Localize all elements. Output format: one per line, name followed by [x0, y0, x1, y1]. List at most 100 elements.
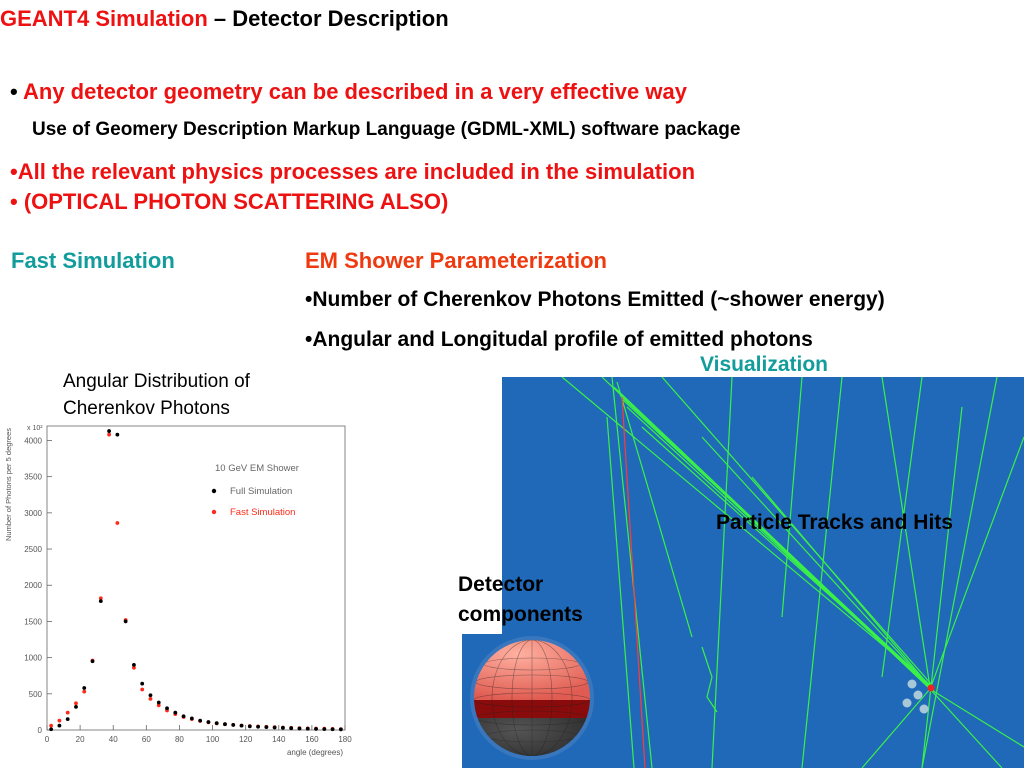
detector-label-line1: Detector: [458, 573, 544, 596]
detector-sphere-panel: [462, 634, 602, 768]
data-point: [148, 696, 153, 701]
bullet-mark: •: [10, 79, 23, 104]
data-point: [90, 659, 95, 664]
data-point: [82, 686, 87, 690]
data-point: [198, 718, 203, 723]
y-tick-label: 2500: [24, 545, 42, 554]
data-point: [49, 727, 54, 732]
data-point: [140, 681, 145, 686]
particle-tracks-graphic: [561, 377, 1024, 768]
chart-caption-line1: Angular Distribution of: [63, 371, 250, 392]
title-black-part: – Detector Description: [207, 6, 449, 31]
chart-caption: Angular Distribution of Cherenkov Photon…: [63, 368, 250, 422]
data-point: [173, 710, 178, 715]
data-point: [214, 721, 219, 726]
bullet-geometry: • Any detector geometry can be described…: [10, 79, 687, 105]
data-point: [82, 689, 87, 694]
bullet-geometry-text: Any detector geometry can be described i…: [23, 79, 687, 104]
x-tick-label: 160: [305, 735, 319, 744]
data-point: [57, 723, 62, 728]
data-point: [74, 704, 78, 709]
data-point: [132, 662, 136, 667]
data-point: [98, 596, 103, 601]
data-point: [247, 724, 252, 729]
em-item-photons: •Number of Cherenkov Photons Emitted (~s…: [305, 288, 885, 311]
visualization-heading: Visualization: [700, 353, 828, 376]
hit-markers: [902, 679, 935, 714]
page-title: GEANT4 Simulation – Detector Description: [0, 6, 449, 32]
chart-caption-line2: Cherenkov Photons: [63, 398, 230, 419]
y-axis-label: Number of Photons per 5 degrees: [4, 428, 13, 541]
data-point: [264, 725, 269, 730]
legend-marker: [211, 509, 217, 515]
data-point: [231, 723, 236, 727]
data-point: [223, 722, 227, 727]
data-point: [107, 429, 111, 433]
data-point: [57, 718, 62, 723]
x-tick-label: 100: [206, 735, 220, 744]
data-point: [206, 720, 211, 724]
bullet-optical: • (OPTICAL PHOTON SCATTERING ALSO): [10, 189, 449, 214]
data-point: [156, 703, 161, 708]
x-tick-label: 120: [239, 735, 253, 744]
x-tick-label: 140: [272, 735, 286, 744]
y-tick-label: 3500: [24, 473, 42, 482]
data-point: [123, 619, 128, 624]
data-point: [132, 665, 136, 670]
detector-sphere-graphic: [470, 636, 594, 760]
data-point: [305, 726, 310, 731]
legend-label: Full Simulation: [230, 486, 292, 497]
x-tick-label: 180: [338, 735, 352, 744]
data-point: [297, 726, 302, 731]
primary-track-line: [621, 396, 646, 768]
data-point: [330, 727, 335, 732]
data-point: [65, 710, 70, 715]
legend-marker: [211, 488, 217, 494]
fast-simulation-heading: Fast Simulation: [11, 248, 175, 273]
data-point: [338, 727, 343, 732]
gdml-subtext: Use of Geomery Description Markup Langua…: [32, 119, 741, 140]
y-tick-label: 4000: [24, 436, 42, 445]
title-red-part: GEANT4 Simulation: [0, 6, 208, 31]
data-point: [49, 723, 54, 728]
y-tick-label: 1500: [24, 617, 42, 626]
data-point: [74, 701, 78, 706]
data-point: [107, 432, 111, 437]
data-point: [289, 726, 294, 731]
data-point: [181, 714, 186, 719]
data-point: [322, 727, 327, 732]
particle-tracks-label: Particle Tracks and Hits: [716, 511, 953, 534]
y-tick-label: 0: [38, 726, 43, 735]
legend-label: Fast Simulation: [230, 507, 295, 518]
bullet-physics: •All the relevant physics processes are …: [10, 159, 696, 184]
x-tick-label: 60: [142, 735, 151, 744]
detector-label-line2: components: [458, 603, 583, 626]
em-shower-heading: EM Shower Parameterization: [305, 248, 607, 273]
data-point: [115, 521, 120, 525]
chart-title: 10 GeV EM Shower: [215, 463, 299, 474]
x-axis-label: angle (degrees): [287, 748, 343, 757]
chart-frame: [46, 425, 346, 731]
x-tick-label: 40: [109, 735, 118, 744]
y-tick-label: 500: [29, 690, 43, 699]
data-point: [281, 725, 285, 730]
y-tick-label: 3000: [24, 509, 42, 518]
data-point: [239, 723, 244, 728]
x-tick-label: 80: [175, 735, 184, 744]
data-point: [98, 599, 103, 604]
data-point: [165, 706, 169, 711]
data-point: [140, 687, 145, 692]
x-tick-label: 20: [76, 735, 85, 744]
y-tick-label: 1000: [24, 654, 42, 663]
x-tick-label: 0: [45, 735, 50, 744]
data-point: [272, 725, 277, 730]
data-point: [189, 716, 194, 721]
data-point: [256, 724, 260, 729]
data-point: [148, 693, 153, 698]
data-point: [115, 432, 120, 437]
data-point: [156, 700, 161, 705]
data-point: [65, 717, 70, 722]
y-multiplier-label: x 10²: [27, 425, 43, 432]
data-point: [314, 727, 318, 731]
